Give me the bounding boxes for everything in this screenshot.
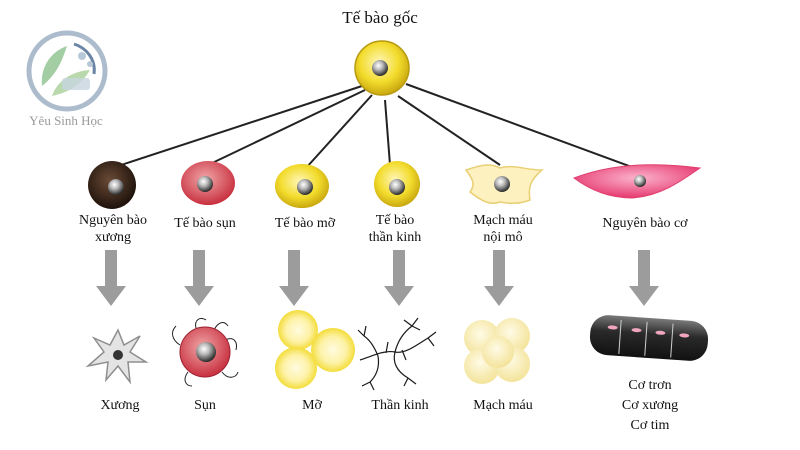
root-stem-cell bbox=[354, 40, 410, 96]
outcome-muscle-cardiac: Cơ tim bbox=[630, 418, 670, 433]
osteoblast-cell bbox=[88, 161, 136, 209]
neuron-cell bbox=[374, 161, 420, 207]
connector-myo bbox=[405, 83, 641, 171]
yeu-sinh-hoc-logo bbox=[26, 30, 108, 112]
watermark-text: Yêu Sinh Học bbox=[29, 113, 103, 128]
arrows bbox=[96, 250, 659, 306]
root-label: Tế bào gốc bbox=[342, 8, 418, 27]
progenitor-label-chondro: Tế bào sụn bbox=[174, 216, 236, 231]
myoblast-cell bbox=[572, 164, 702, 199]
connector-chondro bbox=[207, 89, 366, 166]
progenitor-label-neuro: Tế bào thần kinh bbox=[368, 213, 422, 245]
bone-cell bbox=[85, 328, 149, 385]
chondrocyte-cell bbox=[181, 161, 235, 205]
progenitor-label-osteo: Nguyên bào xương bbox=[78, 213, 148, 245]
arrow-myo bbox=[629, 250, 659, 306]
outcome-label-fat: Mỡ bbox=[302, 398, 322, 413]
fat-cells bbox=[275, 310, 355, 389]
progenitor-label-vascular: Mạch máu nội mô bbox=[473, 213, 533, 245]
connector-osteo bbox=[111, 85, 363, 169]
connector-adipo bbox=[305, 94, 373, 169]
arrow-osteo bbox=[96, 250, 126, 306]
vascular-cells bbox=[464, 318, 530, 384]
outcome-muscle-skeletal: Cơ xương bbox=[621, 398, 679, 413]
outcome-label-nerve: Thần kinh bbox=[371, 398, 429, 413]
endothelial-cell bbox=[464, 164, 545, 205]
outcome-muscle-smooth: Cơ trơn bbox=[628, 378, 672, 393]
connector-vascular bbox=[397, 95, 501, 166]
arrow-vascular bbox=[484, 250, 514, 306]
connector-neuro bbox=[384, 99, 391, 166]
outcome-label-bone: Xương bbox=[100, 398, 140, 413]
progenitor-label-adipo: Tế bào mỡ bbox=[274, 216, 336, 231]
progenitor-label-myo: Nguyên bào cơ bbox=[602, 216, 688, 231]
arrow-adipo bbox=[279, 250, 309, 306]
outcome-label-muscle: Cơ trơn Cơ xương Cơ tim bbox=[590, 376, 710, 436]
cartilage-cell bbox=[172, 317, 239, 387]
arrow-chondro bbox=[184, 250, 214, 306]
connector-lines bbox=[111, 83, 641, 171]
outcome-label-cartilage: Sụn bbox=[194, 398, 216, 413]
arrow-neuro bbox=[384, 250, 414, 306]
neural-network bbox=[357, 317, 437, 391]
muscle-fiber bbox=[589, 315, 709, 361]
outcome-label-vessel: Mạch máu bbox=[473, 398, 533, 413]
adipocyte-cell bbox=[275, 164, 329, 208]
